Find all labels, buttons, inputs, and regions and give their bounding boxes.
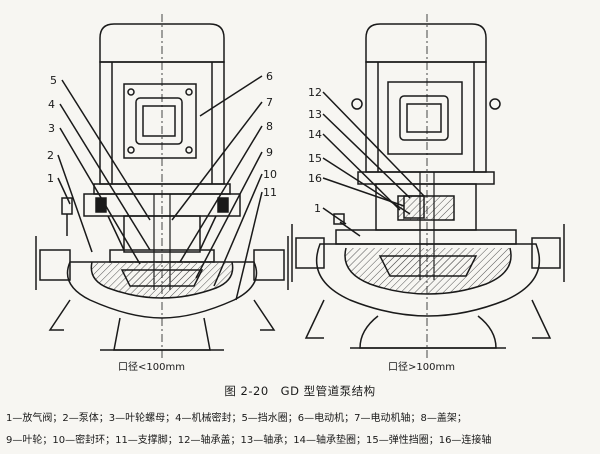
right-motor-cover [365, 23, 487, 63]
left-label-11: 11 [263, 186, 277, 199]
left-motor-cover [99, 23, 225, 63]
left-label-9: 9 [266, 146, 273, 159]
left-label-10: 10 [263, 168, 277, 181]
left-label-5: 5 [50, 74, 57, 87]
figure-caption: 图 2-20 GD 型管道泵结构 [224, 384, 376, 398]
legend-line-1: 1—放气阀；2—泵体；3—叶轮螺母；4—机械密封；5—挡水圈；6—电动机；7—电… [6, 413, 467, 424]
right-label-15: 15 [308, 152, 322, 165]
right-subtitle: 口径>100mm [388, 360, 455, 373]
right-label-13: 13 [308, 108, 322, 121]
right-label-14: 14 [308, 128, 322, 141]
left-label-4: 4 [48, 98, 55, 111]
right-label-12: 12 [308, 86, 322, 99]
left-pump [35, 14, 289, 358]
left-label-7: 7 [266, 96, 273, 109]
right-impeller [378, 255, 478, 277]
right-label-16: 16 [308, 172, 322, 185]
left-label-8: 8 [266, 120, 273, 133]
left-terminal-box [123, 83, 197, 159]
right-pump [291, 14, 565, 358]
legend-line-2: 9—叶轮；10—密封环；11—支撑脚；12—轴承盖；13—轴承；14—轴承垫圈；… [6, 435, 492, 446]
right-terminal-box [387, 81, 463, 155]
right-volute [315, 243, 541, 317]
right-label-1: 1 [314, 202, 321, 215]
left-label-6: 6 [266, 70, 273, 83]
pump-drawing: 1 2 3 4 5 6 7 8 9 10 11 口径<100mm [35, 14, 565, 373]
left-label-1: 1 [47, 172, 54, 185]
left-label-3: 3 [48, 122, 55, 135]
left-label-2: 2 [47, 149, 54, 162]
left-subtitle: 口径<100mm [118, 360, 185, 373]
